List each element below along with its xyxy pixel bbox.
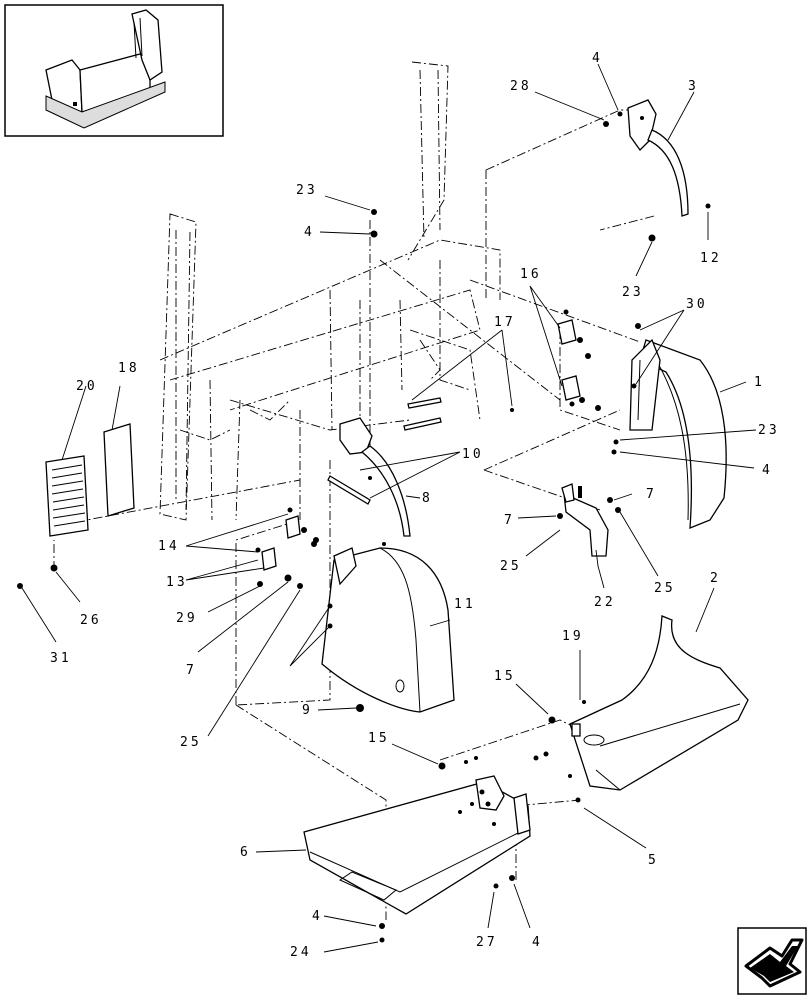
callout-9: 9 bbox=[302, 703, 313, 718]
callout-17: 17 bbox=[494, 315, 516, 330]
part-2-lower-panel[interactable] bbox=[569, 615, 749, 791]
callout-12: 12 bbox=[700, 251, 722, 266]
callout-26: 26 bbox=[80, 613, 102, 628]
callout-25: 25 bbox=[500, 559, 522, 574]
part-31-screw[interactable] bbox=[17, 583, 23, 589]
part-8-handle[interactable] bbox=[327, 417, 411, 537]
callout-28: 28 bbox=[510, 79, 532, 94]
assembly-lines bbox=[53, 109, 655, 920]
callout-29: 29 bbox=[176, 611, 198, 626]
callout-4: 4 bbox=[532, 935, 543, 950]
callout-14: 14 bbox=[158, 539, 180, 554]
machine-overview-thumbnail[interactable] bbox=[4, 4, 224, 137]
part-17-rods[interactable] bbox=[403, 397, 514, 431]
callout-30: 30 bbox=[686, 297, 708, 312]
callout-16: 16 bbox=[520, 267, 542, 282]
callout-4: 4 bbox=[762, 463, 773, 478]
callout-7: 7 bbox=[186, 663, 197, 678]
hinge-hardware-left[interactable] bbox=[255, 507, 320, 590]
callout-20: 20 bbox=[76, 379, 98, 394]
next-page-arrow-icon[interactable] bbox=[737, 927, 807, 995]
callout-13: 13 bbox=[166, 575, 188, 590]
callout-7: 7 bbox=[504, 513, 515, 528]
part-26-nut[interactable] bbox=[50, 564, 58, 572]
callout-15: 15 bbox=[368, 731, 390, 746]
callout-22: 22 bbox=[594, 595, 616, 610]
cab-frame-phantom bbox=[159, 61, 501, 521]
part-1-side-shield[interactable] bbox=[629, 338, 727, 529]
callout-23: 23 bbox=[296, 183, 318, 198]
callout-11: 11 bbox=[454, 597, 476, 612]
part-3-grab-handle[interactable] bbox=[627, 99, 689, 217]
callout-4: 4 bbox=[592, 51, 603, 66]
callout-6: 6 bbox=[240, 845, 251, 860]
callout-15: 15 bbox=[494, 669, 516, 684]
callout-23: 23 bbox=[758, 423, 780, 438]
callout-2: 2 bbox=[710, 571, 721, 586]
callout-3: 3 bbox=[688, 79, 699, 94]
fasteners[interactable] bbox=[356, 111, 711, 943]
callout-18: 18 bbox=[118, 361, 140, 376]
part-20-grille[interactable] bbox=[45, 455, 89, 537]
part-18-gasket[interactable] bbox=[103, 423, 135, 517]
callout-24: 24 bbox=[290, 945, 312, 960]
part-6-lower-panel[interactable] bbox=[303, 775, 531, 915]
callout-19: 19 bbox=[562, 629, 584, 644]
callout-31: 31 bbox=[50, 651, 72, 666]
callout-5: 5 bbox=[648, 853, 659, 868]
callout-4: 4 bbox=[304, 225, 315, 240]
callout-10: 10 bbox=[462, 447, 484, 462]
part-16-clips[interactable] bbox=[557, 309, 601, 412]
callout-27: 27 bbox=[476, 935, 498, 950]
leader-lines bbox=[21, 63, 757, 953]
callout-23: 23 bbox=[622, 285, 644, 300]
part-11-side-panel[interactable] bbox=[311, 541, 455, 713]
callout-8: 8 bbox=[422, 491, 433, 506]
callout-labels: 28 4 3 23 4 12 23 16 30 17 1 23 4 10 8 7… bbox=[50, 51, 780, 960]
part-22-bracket[interactable] bbox=[557, 483, 621, 557]
callout-25: 25 bbox=[180, 735, 202, 750]
callout-4: 4 bbox=[312, 909, 323, 924]
callout-25: 25 bbox=[654, 581, 676, 596]
callout-7: 7 bbox=[646, 487, 657, 502]
callout-1: 1 bbox=[754, 375, 765, 390]
